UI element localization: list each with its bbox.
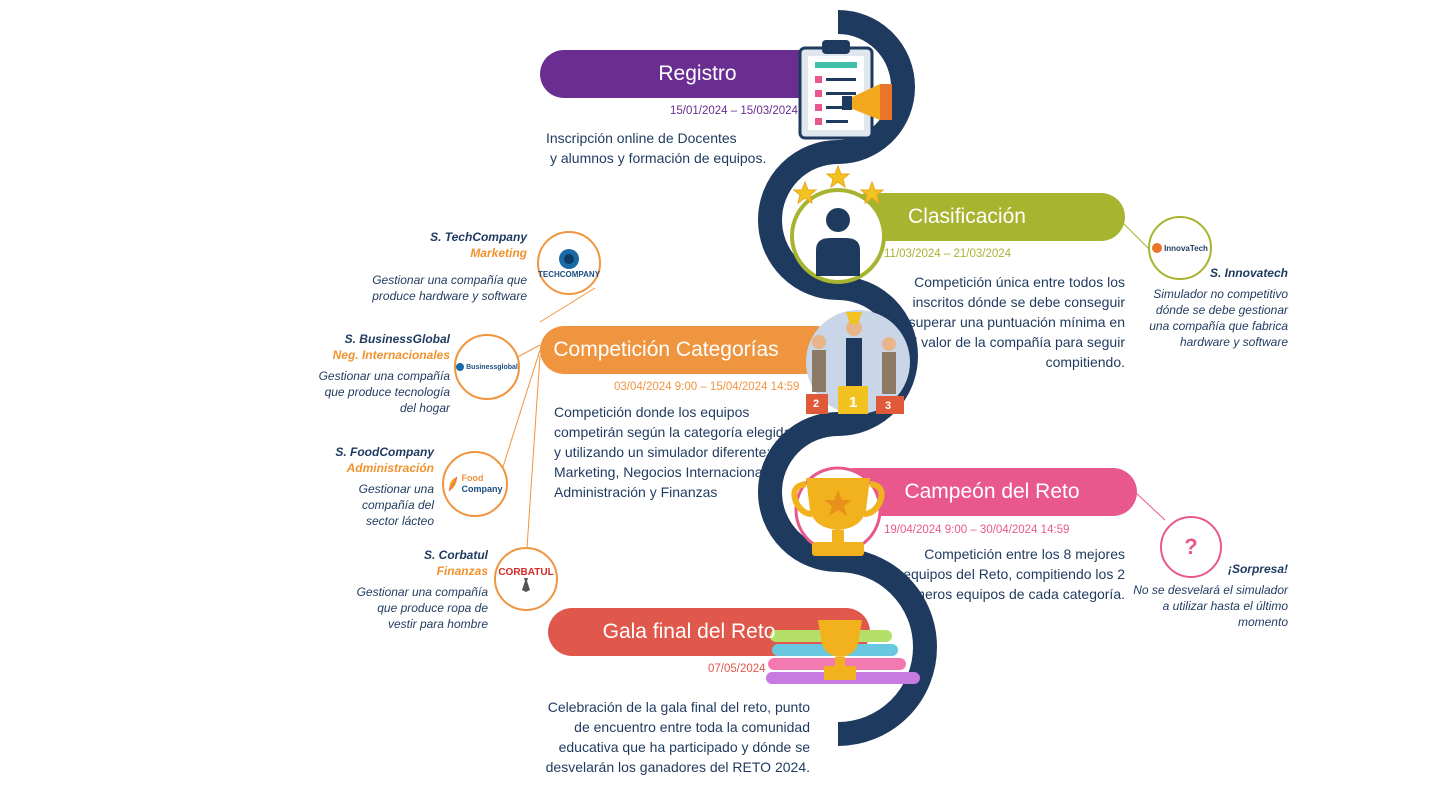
corbatul-logo-text: CORBATUL	[498, 566, 554, 578]
sim-innovatech-name: S. Innovatech	[1209, 266, 1288, 280]
podium-icon	[806, 310, 910, 414]
megaphone-icon	[842, 84, 892, 120]
podium-number-3: 3	[885, 400, 892, 412]
sim-businessglobal-desc: Gestionar una compañía que produce tecno…	[318, 369, 450, 415]
foodcompany-logo-text-1: Food	[461, 473, 484, 483]
businessglobal-logo-text: Businessglobal	[466, 363, 518, 371]
foodcompany-leaf-icon	[449, 476, 458, 492]
stage-dates-clasificacion: 11/03/2024 – 21/03/2024	[884, 248, 1012, 260]
stage-title-registro: Registro	[658, 62, 737, 85]
stage-title-campeon: Campeón del Reto	[904, 480, 1080, 503]
trophy-icon	[791, 466, 885, 556]
pill-clasificacion-shape	[845, 193, 1125, 241]
pill-categorias-shape	[540, 326, 840, 374]
stage-dates-campeon: 19/04/2024 9:00 – 30/04/2024 14:59	[884, 524, 1070, 536]
stage-desc-registro: Inscripción online de Docentes y alumnos…	[546, 130, 767, 166]
sim-techcompany-category: Marketing	[470, 246, 527, 260]
sim-corbatul-name: S. Corbatul	[423, 548, 488, 562]
sim-foodcompany-desc: Gestionar una compañía del sector lácteo	[358, 482, 434, 528]
question-mark-icon: ?	[1184, 534, 1198, 559]
businessglobal-globe-icon	[456, 363, 465, 371]
podium-number-1: 1	[849, 394, 858, 411]
businessglobal-logo: Businessglobal	[454, 334, 520, 400]
stage-dates-registro: 15/01/2024 – 15/03/2024	[670, 105, 798, 117]
innovatech-logo-text: InnovaTech	[1164, 243, 1208, 253]
user-badge-icon	[790, 188, 886, 284]
techcompany-globe-icon	[559, 248, 579, 269]
gala-trophy-icon	[766, 620, 920, 684]
connector-line	[501, 349, 541, 471]
stage-dates-gala: 07/05/2024	[708, 663, 766, 675]
foodcompany-logo: Food Company	[442, 451, 508, 517]
corbatul-logo: CORBATUL	[494, 547, 558, 611]
pill-registro-shape	[540, 50, 865, 98]
sorpresa-circle: ?	[1160, 516, 1222, 578]
innovatech-dot-icon	[1152, 243, 1163, 253]
stage-desc-categorias: Competición donde los equipos competirán…	[554, 404, 792, 500]
sim-foodcompany-category: Administración	[346, 461, 434, 475]
sim-techcompany-name: S. TechCompany	[430, 230, 527, 244]
connector-line	[539, 287, 596, 323]
sim-techcompany-desc: Gestionar una compañía que produce hardw…	[372, 273, 527, 303]
innovatech-logo: InnovaTech	[1148, 216, 1212, 280]
sim-businessglobal-category: Neg. Internacionales	[332, 348, 450, 362]
connector-line	[526, 354, 541, 549]
sim-foodcompany-name: S. FoodCompany	[335, 445, 434, 459]
sorpresa-desc: No se desvelará el simulador a utilizar …	[1133, 583, 1288, 629]
stars-icon	[792, 164, 885, 205]
stage-desc-clasificacion: Competición única entre todos los inscri…	[906, 274, 1125, 370]
stage-desc-campeon: Competición entre los 8 mejores equipos …	[897, 546, 1125, 602]
sim-innovatech-desc: Simulador no competitivo dónde se debe g…	[1149, 287, 1288, 349]
sim-corbatul-category: Finanzas	[436, 564, 488, 578]
podium-number-2: 2	[813, 398, 820, 410]
connector-line	[1134, 491, 1166, 521]
sim-businessglobal-name: S. BusinessGlobal	[344, 332, 450, 346]
stage-title-gala: Gala final del Reto	[602, 620, 776, 643]
stage-dates-categorias: 03/04/2024 9:00 – 15/04/2024 14:59	[614, 381, 800, 393]
connector-line	[1121, 221, 1153, 253]
techcompany-logo: TECHCOMPANY	[537, 231, 601, 295]
techcompany-logo-text: TECHCOMPANY	[537, 269, 601, 279]
stage-title-clasificacion: Clasificación	[908, 205, 1026, 228]
sorpresa-title: ¡Sorpresa!	[1227, 562, 1288, 576]
foodcompany-logo-text-2: Company	[461, 484, 503, 494]
stage-desc-gala: Celebración de la gala final del reto, p…	[545, 699, 810, 775]
sim-corbatul-desc: Gestionar una compañía que produce ropa …	[356, 585, 488, 631]
pill-campeon-shape	[830, 468, 1137, 516]
corbatul-tie-icon	[522, 577, 530, 592]
stage-title-categorias: Competición Categorías	[553, 338, 779, 361]
